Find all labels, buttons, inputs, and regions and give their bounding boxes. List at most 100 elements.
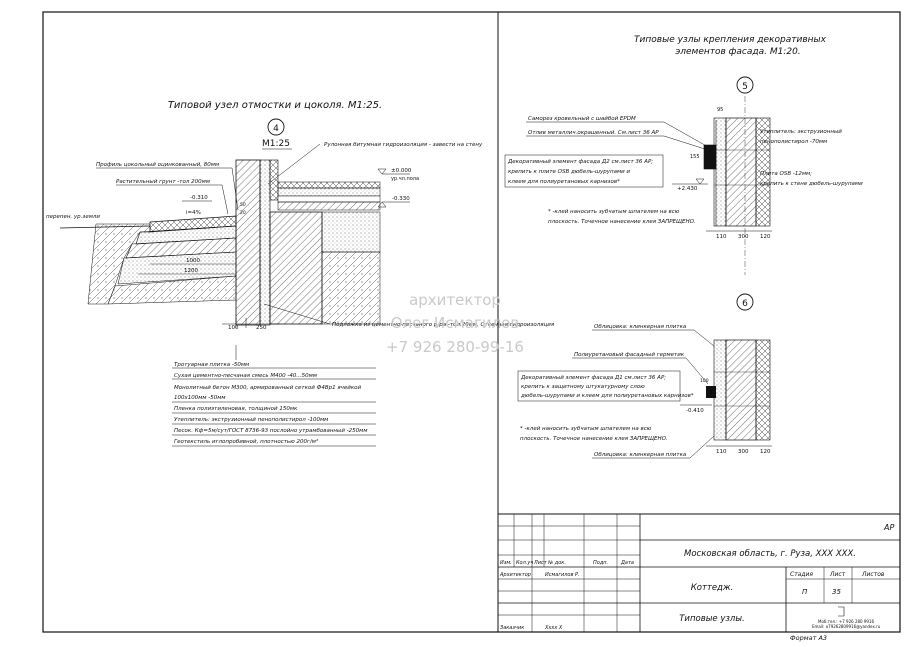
note6-line1: * -клей наносить зубчатым шпателем на вс… [520,426,652,432]
node5-wall [703,117,771,227]
node4-scale: М1:25 [262,139,290,149]
logo-mark [838,606,845,617]
svg-text:№ док.: № док. [547,560,566,566]
layer-row: Утеплитель: экструзионный пенополистирол… [174,417,328,423]
vdim-155: 155 [690,154,700,160]
callout-ground: перепен. ур.земли [46,214,100,220]
title-block-text: АР Изм. Кол.уч Лист № док. Подп. Дата Ар… [499,523,894,642]
label-deco6-2: крепить к защитному штукатурному слою [521,384,645,390]
floor-layers [277,181,381,325]
label-screw: Саморез кровельный с шайбой EPDM [528,116,636,122]
label-deco1: Декоративный элемент фасада Д2 см.лист 3… [507,159,653,165]
node6-callouts: Облицовка: клинкерная плитка Полиуретано… [517,324,772,459]
object-name: Коттедж. [691,583,734,593]
node5-circle [736,76,754,94]
layer-row: Песок. Кф=5м/сут/ГОСТ 8736-93 послойно у… [174,428,367,434]
label-drip: Отлив металлич.окрашенный. См.лист 36 АР [528,130,659,136]
label-deco2: крепить к плите OSB дюбель-шурупами и [508,169,630,175]
level-mark-node5: +2.430 [677,186,698,192]
stage-header: Стадия [790,571,813,578]
sheet-value: 35 [832,588,841,596]
label-insulation2: пенополистирол -70мм [760,139,827,145]
dim5-120: 120 [760,234,771,240]
dim-1000: 1000 [186,258,200,264]
callout-soil: Растительный грунт -тол 200мм [116,179,210,185]
contact-phone: Моб.тел.: +7 926 280 9916 [818,619,874,624]
svg-text:Кол.уч: Кол.уч [516,560,533,566]
right-title-line2: элементов фасада. М1:20. [675,47,800,57]
sheets-header: Листов [861,571,885,578]
right-title-line1: Типовые узлы крепления декоративных [634,35,827,45]
pavement-blind-area [59,215,237,305]
note5-line1: * -клей наносить зубчатым шпателем на вс… [548,209,680,215]
layer-row: Сухая цементно-песчаная смесь М400 -40..… [174,373,317,379]
left-title: Типовой узел отмостки и цоколя. М1:25. [168,100,382,111]
svg-text:Подп.: Подп. [593,560,608,566]
node6-circle [736,293,754,311]
dim-50: 50 [240,202,246,208]
sheet-format: Формат А3 [790,634,827,642]
svg-text:Дата: Дата [620,560,634,566]
name-customer: Хххх Х [544,625,563,631]
label-deco3: клеем для полиуретановых карнизов* [508,179,620,185]
svg-text:Лист: Лист [533,560,548,566]
level-mark-minus330: -0.330 [392,196,410,202]
dim-250: 250 [256,325,267,331]
note6-line2: плоскость. Точечное нанесение клея ЗАПРЕ… [520,436,668,442]
role-architect: Архитектор [499,572,531,578]
foundation-wall [235,159,323,326]
note5-line2: плоскость. Точечное нанесение клея ЗАПРЕ… [548,219,696,225]
layer-row: 100х100мм -50мм [174,395,226,401]
label-sealant: Полиуретановый фасадный герметик [574,352,685,358]
level-mark-0: ±0.000 [391,168,412,174]
dim5-110: 110 [716,234,727,240]
label-deco6-1: Декоративный элемент фасада Д1 см.лист 3… [520,375,666,381]
level-mark-node6: -0.410 [686,408,704,414]
dim-1200: 1200 [184,268,198,274]
dim6-300: 300 [738,449,749,455]
callout-profile: Профиль цокольный оцинкованный, 80мм [96,162,219,168]
dim6-110: 110 [716,449,727,455]
layer-row: Геотекстиль иглопробивной, плотностью 20… [174,438,319,445]
label-osb1: Плита OSB -12мм; [760,171,812,177]
node4-callouts: Рулонная битумная гидроизоляция - завест… [46,142,555,328]
layer-row: Монолитный бетон М300, армированный сетк… [174,385,362,391]
label-osb2: крепить к стене дюбель-шурупами [760,181,863,187]
vdim-95: 95 [717,107,723,113]
contact-email: Email: o79262809916@yandex.ru [812,624,881,629]
svg-text:+7 926 280-99-16: +7 926 280-99-16 [386,338,524,356]
dim-100: 100 [228,325,239,331]
node4-level-marks: ±0.000 ур.чл.пола -0.330 -0.310 i=4% [182,168,419,216]
label-tile-top: Облицовка: клинкерная плитка [594,324,687,330]
sheet-title: Типовые узлы. [679,614,745,624]
slope-mark: i=4% [186,210,201,216]
level-mark-minus310: -0.310 [190,195,208,201]
node4-circle [267,118,285,136]
label-tile-bottom: Облицовка: клинкерная плитка [594,452,687,458]
frame [42,11,901,633]
stage-value: П [802,588,808,596]
role-customer: Заказчик [500,625,524,631]
label-insulation1: Утеплитель: экструзионный [760,129,842,135]
node4-number: 4 [273,124,279,134]
node5-callouts: Саморез кровельный с шайбой EPDM Отлив м… [504,107,863,240]
label-deco6-3: дюбель-шурупами и клеем для полиуретанов… [520,393,694,399]
node6-wall [706,339,771,441]
svg-text:Изм.: Изм. [500,560,512,566]
callout-roll: Рулонная битумная гидроизоляция - завест… [324,142,483,148]
layer-row: Тротуарная плитка -50мм [174,362,249,368]
callout-screed: Подложка из цементно-песчаного р-ра -тол… [332,322,555,328]
dim6-120: 120 [760,449,771,455]
svg-text:Олег Исмагилов: Олег Исмагилов [391,314,519,332]
level-mark-floor: ур.чл.пола [391,176,419,182]
name-architect: Исмагилов Р. [545,572,580,578]
watermark: архитектор Олег Исмагилов +7 926 280-99-… [386,291,524,356]
node4-dimensions: 1000 1200 100 250 50 20 [138,202,280,331]
sheet-header: Лист [829,571,846,578]
project-location: Московская область, г. Руза, ХХХ ХХХ. [684,549,856,559]
node5-number: 5 [742,82,748,92]
dim-20: 20 [240,210,246,216]
dim5-300: 300 [738,234,749,240]
